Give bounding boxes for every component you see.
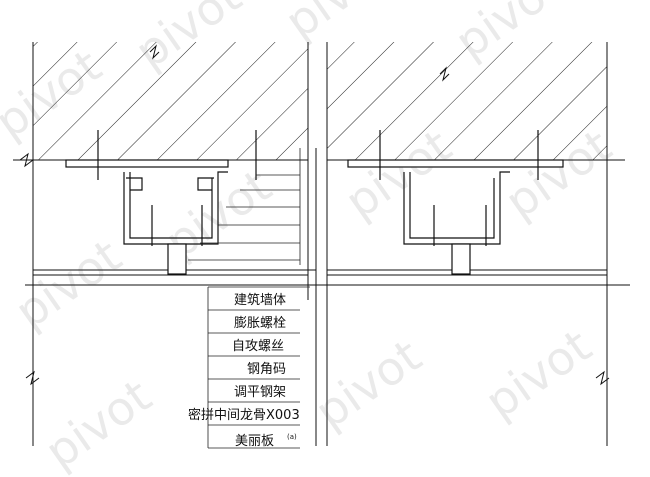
label-building-wall: 建筑墙体 xyxy=(234,292,286,308)
watermark-text: pivot xyxy=(475,319,600,429)
label-panel: 美丽板 xyxy=(235,434,274,449)
leader-lines xyxy=(188,148,310,449)
watermark-text: pivot xyxy=(275,0,400,49)
wall-left xyxy=(33,42,308,160)
wall-right xyxy=(327,42,607,160)
label-list: 建筑墙体 膨胀螺栓 自攻螺丝 钢角码 调平钢架 密拼中间龙骨X003 美丽板 (… xyxy=(188,292,300,449)
label-self-tapping-screw: 自攻螺丝 xyxy=(232,339,284,354)
label-steel-angle: 钢角码 xyxy=(247,362,286,377)
label-panel-superscript: (a) xyxy=(287,433,297,441)
label-middle-keel: 密拼中间龙骨X003 xyxy=(188,407,300,423)
assembly-right xyxy=(347,130,564,275)
assembly-left xyxy=(65,130,257,275)
label-expansion-bolt: 膨胀螺栓 xyxy=(234,316,286,331)
watermark-text: pivot xyxy=(5,229,130,339)
watermark-text: pivot xyxy=(305,329,430,439)
label-leveling-steel-frame: 调平钢架 xyxy=(234,385,286,400)
watermark-text: pivot xyxy=(35,369,160,477)
